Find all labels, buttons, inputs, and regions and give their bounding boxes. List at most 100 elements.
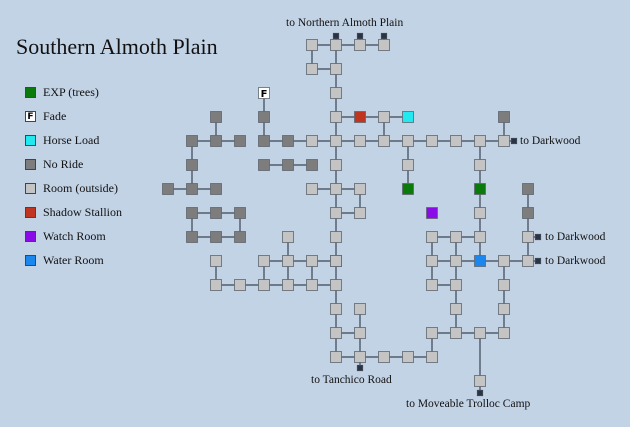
exit-stub-east-dot xyxy=(534,257,542,265)
room-room[interactable] xyxy=(354,183,366,195)
room-room[interactable] xyxy=(450,231,462,243)
room-noride[interactable] xyxy=(522,207,534,219)
room-room[interactable] xyxy=(378,351,390,363)
room-room[interactable] xyxy=(426,231,438,243)
room-room[interactable] xyxy=(306,63,318,75)
room-room[interactable] xyxy=(330,327,342,339)
room-room[interactable] xyxy=(498,279,510,291)
room-room[interactable] xyxy=(522,231,534,243)
room-room[interactable] xyxy=(450,255,462,267)
room-room[interactable] xyxy=(474,375,486,387)
room-noride[interactable] xyxy=(186,159,198,171)
room-room[interactable] xyxy=(402,159,414,171)
room-room[interactable] xyxy=(474,159,486,171)
room-room[interactable] xyxy=(354,327,366,339)
room-noride[interactable] xyxy=(282,159,294,171)
horse-swatch-icon xyxy=(25,135,36,146)
room-noride[interactable] xyxy=(498,111,510,123)
room-room[interactable] xyxy=(306,255,318,267)
room-room[interactable] xyxy=(426,327,438,339)
room-room[interactable] xyxy=(330,39,342,51)
room-room[interactable] xyxy=(354,303,366,315)
room-room[interactable] xyxy=(522,255,534,267)
room-room[interactable] xyxy=(426,351,438,363)
room-noride[interactable] xyxy=(210,207,222,219)
room-noride[interactable] xyxy=(258,111,270,123)
room-noride[interactable] xyxy=(186,207,198,219)
room-noride[interactable] xyxy=(258,135,270,147)
room-noride[interactable] xyxy=(306,159,318,171)
exit-stub-south-dot xyxy=(476,389,484,397)
room-room[interactable] xyxy=(354,351,366,363)
room-horse[interactable] xyxy=(402,111,414,123)
room-room[interactable] xyxy=(402,351,414,363)
room-room[interactable] xyxy=(450,327,462,339)
room-room[interactable] xyxy=(426,135,438,147)
room-room[interactable] xyxy=(282,231,294,243)
room-room[interactable] xyxy=(378,135,390,147)
room-room[interactable] xyxy=(210,279,222,291)
room-noride[interactable] xyxy=(210,231,222,243)
room-room[interactable] xyxy=(258,279,270,291)
room-noride[interactable] xyxy=(162,183,174,195)
room-room[interactable] xyxy=(234,279,246,291)
room-room[interactable] xyxy=(330,135,342,147)
room-room[interactable] xyxy=(330,111,342,123)
room-room[interactable] xyxy=(378,39,390,51)
room-room[interactable] xyxy=(498,135,510,147)
room-room[interactable] xyxy=(306,39,318,51)
room-noride[interactable] xyxy=(234,231,246,243)
room-room[interactable] xyxy=(498,303,510,315)
room-room[interactable] xyxy=(426,279,438,291)
room-room[interactable] xyxy=(426,255,438,267)
room-room[interactable] xyxy=(450,279,462,291)
room-room[interactable] xyxy=(498,255,510,267)
room-room[interactable] xyxy=(474,135,486,147)
room-water[interactable] xyxy=(474,255,486,267)
room-exp[interactable] xyxy=(402,183,414,195)
room-shadow[interactable] xyxy=(354,111,366,123)
room-exp[interactable] xyxy=(474,183,486,195)
room-room[interactable] xyxy=(330,159,342,171)
room-room[interactable] xyxy=(402,135,414,147)
room-room[interactable] xyxy=(210,255,222,267)
room-fade[interactable] xyxy=(258,87,270,99)
room-room[interactable] xyxy=(282,255,294,267)
room-room[interactable] xyxy=(474,207,486,219)
room-room[interactable] xyxy=(330,255,342,267)
room-room[interactable] xyxy=(330,63,342,75)
room-room[interactable] xyxy=(330,87,342,99)
room-noride[interactable] xyxy=(186,135,198,147)
room-noride[interactable] xyxy=(282,135,294,147)
room-noride[interactable] xyxy=(210,135,222,147)
room-room[interactable] xyxy=(330,303,342,315)
room-noride[interactable] xyxy=(258,159,270,171)
room-noride[interactable] xyxy=(210,183,222,195)
room-noride[interactable] xyxy=(522,183,534,195)
room-watch[interactable] xyxy=(426,207,438,219)
room-room[interactable] xyxy=(330,207,342,219)
room-noride[interactable] xyxy=(234,207,246,219)
room-noride[interactable] xyxy=(186,183,198,195)
room-room[interactable] xyxy=(354,135,366,147)
room-room[interactable] xyxy=(306,183,318,195)
room-room[interactable] xyxy=(450,303,462,315)
room-room[interactable] xyxy=(330,231,342,243)
room-room[interactable] xyxy=(498,327,510,339)
room-room[interactable] xyxy=(282,279,294,291)
room-room[interactable] xyxy=(330,279,342,291)
room-noride[interactable] xyxy=(186,231,198,243)
room-room[interactable] xyxy=(306,135,318,147)
room-room[interactable] xyxy=(258,255,270,267)
room-noride[interactable] xyxy=(234,135,246,147)
room-room[interactable] xyxy=(450,135,462,147)
room-room[interactable] xyxy=(474,231,486,243)
room-room[interactable] xyxy=(330,183,342,195)
room-room[interactable] xyxy=(330,351,342,363)
room-room[interactable] xyxy=(306,279,318,291)
room-room[interactable] xyxy=(378,111,390,123)
room-room[interactable] xyxy=(354,207,366,219)
room-noride[interactable] xyxy=(210,111,222,123)
room-room[interactable] xyxy=(354,39,366,51)
room-room[interactable] xyxy=(474,327,486,339)
